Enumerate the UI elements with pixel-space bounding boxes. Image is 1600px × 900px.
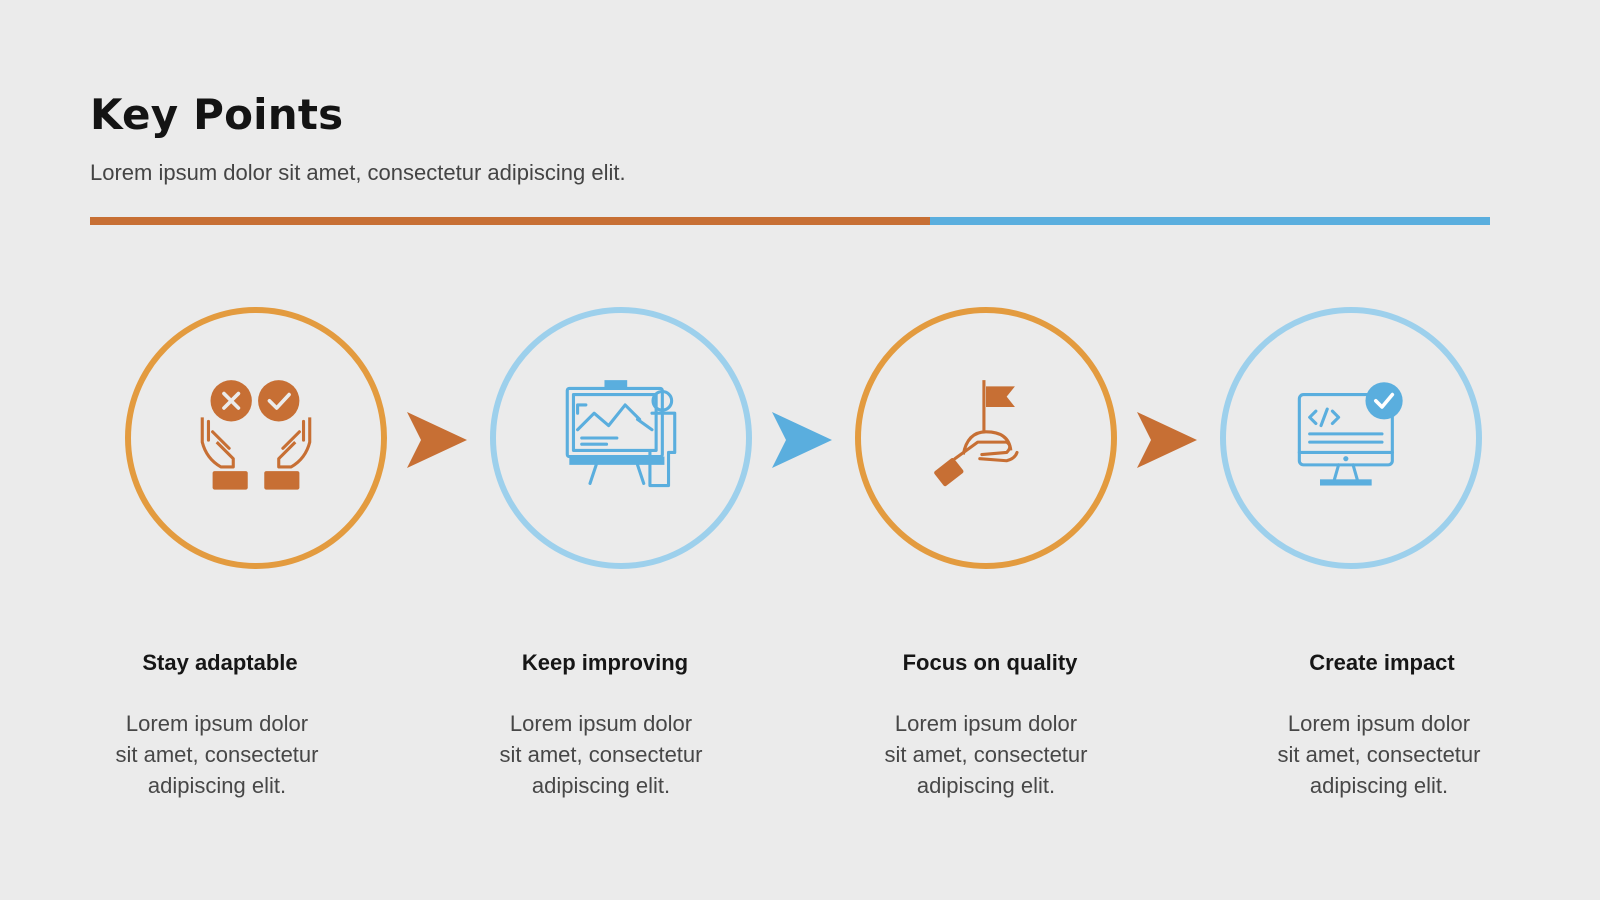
page-subtitle: Lorem ipsum dolor sit amet, consectetur …	[90, 160, 626, 185]
step-4-circle	[1220, 307, 1482, 569]
step-1-title: Stay adaptable	[142, 650, 298, 675]
divider-segment-rust	[90, 217, 930, 225]
step-1-description: Lorem ipsum dolor sit amet, consectetur …	[115, 711, 319, 798]
monitor-code-check-icon	[1297, 382, 1403, 486]
hands-choice-icon	[200, 380, 312, 490]
step-2-description: Lorem ipsum dolor sit amet, consectetur …	[499, 711, 703, 798]
step-3-title: Focus on quality	[902, 650, 1078, 675]
step-3-description: Lorem ipsum dolor sit amet, consectetur …	[884, 711, 1088, 798]
step-4-title: Create impact	[1309, 650, 1455, 675]
divider-segment-blue	[930, 217, 1490, 225]
hand-flag-icon	[934, 380, 1019, 487]
presentation-board-icon	[565, 380, 677, 488]
page-title: Key Points	[90, 90, 344, 139]
step-2-circle	[490, 307, 752, 569]
arrow-right-icon	[1137, 412, 1197, 468]
arrow-right-icon	[407, 412, 467, 468]
step-4-description: Lorem ipsum dolor sit amet, consectetur …	[1277, 711, 1481, 798]
step-2-title: Keep improving	[521, 650, 689, 675]
step-1-circle	[125, 307, 387, 569]
header-divider	[90, 217, 1490, 225]
step-3-circle	[855, 307, 1117, 569]
arrow-right-icon	[772, 412, 832, 468]
